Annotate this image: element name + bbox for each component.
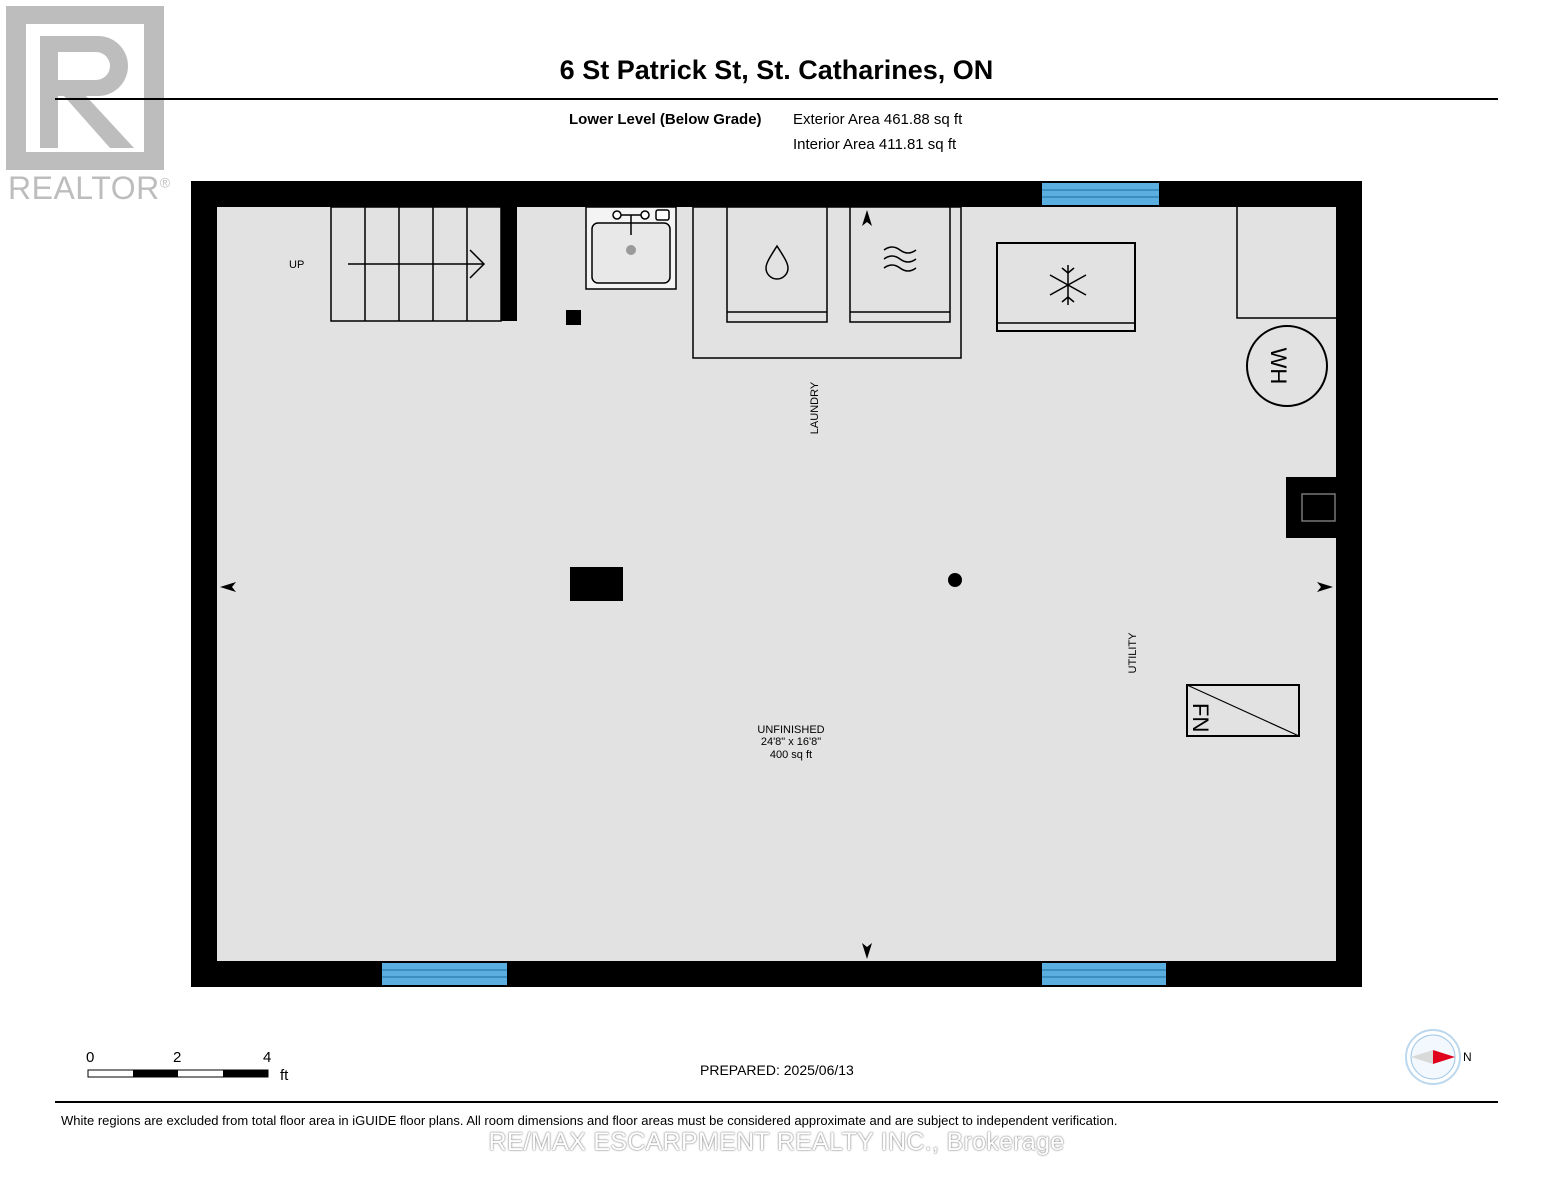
- stairs-label: UP: [289, 259, 304, 271]
- stair-wall: [501, 207, 517, 321]
- prepared-date: PREPARED: 2025/06/13: [700, 1062, 854, 1078]
- door-arrow-bottom: [862, 943, 872, 959]
- washer-icon: [726, 206, 828, 323]
- water-heater-label: WH: [1266, 348, 1291, 385]
- utility-closet: [1236, 207, 1336, 319]
- room-label-unfinished: UNFINISHED: [757, 724, 824, 736]
- freezer-icon: [996, 242, 1136, 332]
- page-title: 6 St Patrick St, St. Catharines, ON: [559, 55, 994, 85]
- floor: [217, 207, 1336, 961]
- door-arrow-left: [220, 582, 236, 592]
- sink-icon: [585, 206, 677, 290]
- interior-area: Interior Area 411.81 sq ft: [793, 136, 957, 153]
- realtor-logo: [6, 6, 164, 170]
- column-round: [948, 573, 962, 587]
- scale-tick-2: 2: [173, 1049, 181, 1066]
- column-block: [570, 567, 623, 601]
- header-rule: [55, 98, 1498, 100]
- scale-unit: ft: [280, 1067, 289, 1084]
- post-small: [566, 310, 581, 325]
- scale-bar: 0 2 4 ft: [86, 1049, 289, 1084]
- compass-label: N: [1463, 1050, 1472, 1064]
- door-arrow-right: [1317, 582, 1333, 592]
- room-label-utility: UTILITY: [1127, 632, 1139, 674]
- compass-icon: [1405, 1029, 1461, 1085]
- room-dimensions-unfinished: 24'8" x 16'8": [761, 736, 821, 748]
- chimney: [1286, 477, 1336, 538]
- furnace-icon: [1186, 684, 1300, 737]
- exterior-area: Exterior Area 461.88 sq ft: [793, 111, 963, 128]
- room-label-laundry: LAUNDRY: [809, 381, 821, 434]
- brokerage-watermark: RE/MAX ESCARPMENT REALTY INC., Brokerage: [488, 1128, 1065, 1156]
- furnace-label: FN: [1188, 703, 1213, 732]
- window-top: [1042, 183, 1159, 205]
- room-area-unfinished: 400 sq ft: [770, 749, 812, 761]
- scale-tick-4: 4: [263, 1049, 271, 1066]
- level-label: Lower Level (Below Grade): [569, 111, 762, 128]
- water-heater-icon: [1246, 325, 1328, 407]
- window-bottom-left: [382, 963, 507, 985]
- footer-rule: [55, 1101, 1498, 1103]
- realtor-wordmark: REALTOR®: [8, 170, 171, 206]
- scale-tick-0: 0: [86, 1049, 94, 1066]
- door-arrow-top: [862, 210, 872, 226]
- disclaimer: White regions are excluded from total fl…: [61, 1113, 1118, 1128]
- window-bottom-right: [1042, 963, 1166, 985]
- dryer-icon: [849, 206, 951, 323]
